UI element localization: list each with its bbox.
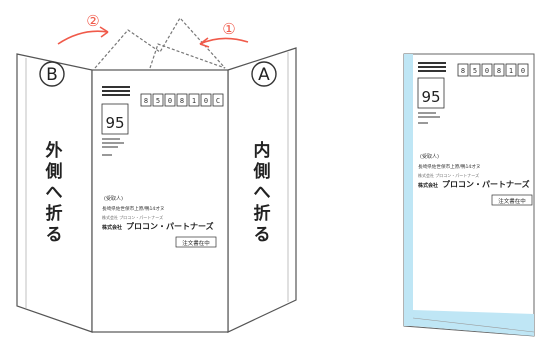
indicia-number: 95 bbox=[105, 114, 124, 132]
folding-diagram: ② ① B A 外 側 へ 折 る 内 側 へ 折 る 8 5 bbox=[16, 12, 297, 333]
recipient-tag-right: (受取人) bbox=[420, 153, 439, 160]
left-flap-label: 外 側 へ 折 る bbox=[45, 140, 63, 245]
indicia-box-right bbox=[417, 77, 445, 109]
svg-text:側: 側 bbox=[253, 161, 271, 182]
blue-band-bottom bbox=[413, 310, 534, 336]
postal-code-box-2: 0 bbox=[168, 97, 172, 105]
svg-text:5: 5 bbox=[473, 67, 477, 75]
company-name: プロコン・パートナーズ bbox=[126, 221, 214, 231]
blue-band-left bbox=[404, 54, 413, 326]
indicia-bars bbox=[102, 86, 130, 88]
arrow-step-1 bbox=[199, 37, 249, 45]
step-2-label: ② bbox=[86, 12, 99, 30]
postal-code-box-1: 5 bbox=[156, 97, 160, 105]
envelope-face-left: 8 5 0 8 1 0 C 95 (受取人) 長崎県佐世保市上原/鴨14才ヌ 株… bbox=[101, 86, 224, 248]
postal-code-box-4: 1 bbox=[192, 97, 196, 105]
right-flap-label: 内 側 へ 折 る bbox=[253, 140, 271, 245]
indicia-number-right: 95 bbox=[421, 88, 440, 106]
svg-text:内: 内 bbox=[254, 140, 271, 161]
stamp-box bbox=[175, 236, 217, 248]
svg-text:る: る bbox=[254, 225, 271, 245]
folded-flap-outline bbox=[94, 16, 226, 69]
svg-text:折: 折 bbox=[46, 203, 63, 224]
indicia-box bbox=[101, 103, 129, 135]
address-line-right: 長崎県佐世保市上原/鴨14才ヌ bbox=[418, 163, 481, 170]
svg-text:へ: へ bbox=[46, 183, 63, 203]
postal-code-box-5: 0 bbox=[204, 97, 208, 105]
svg-text:0: 0 bbox=[521, 67, 525, 75]
envelope-panel bbox=[91, 69, 229, 333]
company-prefix: 株式会社 bbox=[102, 224, 122, 231]
arrow-step-2 bbox=[57, 30, 109, 45]
svg-text:1: 1 bbox=[509, 67, 513, 75]
sender-small: 株式会社 プロコン・パートナーズ bbox=[102, 214, 163, 220]
company-name-right: プロコン・パートナーズ bbox=[442, 179, 530, 189]
letter-a: A bbox=[258, 65, 270, 85]
postal-code-box-6: C bbox=[216, 97, 220, 105]
final-envelope: 8 5 0 8 1 0 95 (受取人) 長崎県佐世保市上原/鴨14才ヌ 株式会… bbox=[403, 53, 535, 337]
address-line: 長崎県佐世保市上原/鴨14才ヌ bbox=[102, 205, 165, 212]
svg-text:折: 折 bbox=[254, 203, 271, 224]
svg-text:側: 側 bbox=[45, 161, 63, 182]
svg-text:0: 0 bbox=[485, 67, 489, 75]
stamp-box-right bbox=[491, 194, 533, 206]
letter-b-circle bbox=[39, 61, 65, 87]
company-prefix-right: 株式会社 bbox=[418, 182, 438, 189]
svg-text:8: 8 bbox=[497, 67, 501, 75]
postal-code-box-0: 8 bbox=[144, 97, 148, 105]
svg-text:8: 8 bbox=[461, 67, 465, 75]
step-1-label: ① bbox=[222, 20, 235, 38]
letter-a-circle bbox=[251, 61, 277, 87]
svg-text:外: 外 bbox=[46, 140, 63, 161]
folded-flap-inner bbox=[149, 43, 226, 69]
sender-small-right: 株式会社 プロコン・パートナーズ bbox=[418, 172, 479, 178]
recipient-tag: (受取人) bbox=[104, 195, 123, 202]
stamp-text: 注文書在中 bbox=[182, 239, 210, 247]
postal-code-box-3: 8 bbox=[180, 97, 184, 105]
postal-boxes-right: 8 5 0 8 1 0 bbox=[457, 63, 529, 77]
svg-text:る: る bbox=[46, 225, 63, 245]
letter-b: B bbox=[46, 65, 58, 85]
stamp-text-right: 注文書在中 bbox=[498, 197, 526, 205]
svg-text:へ: へ bbox=[254, 183, 271, 203]
